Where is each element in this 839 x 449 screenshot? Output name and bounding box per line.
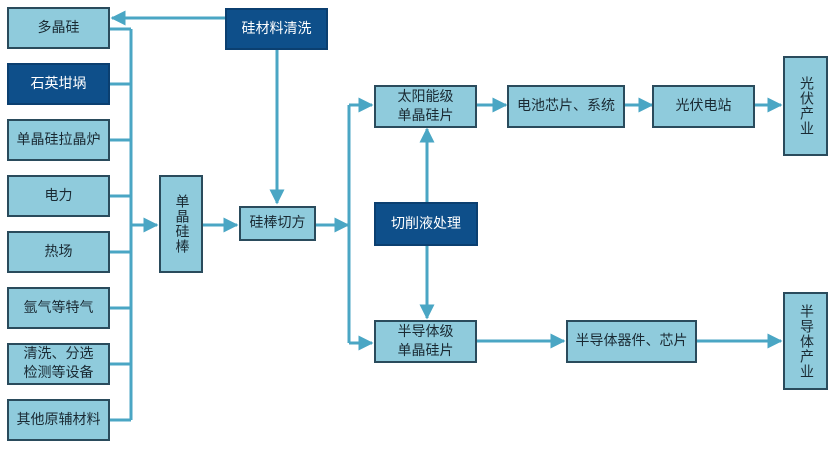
node-label: 电池芯片、系统: [517, 98, 615, 114]
input-thermal-field: 热场: [7, 231, 110, 273]
input-argon-gas: 氩气等特气: [7, 287, 110, 329]
node-label: 太阳能级 单晶硅片: [397, 88, 454, 124]
node-silicon-cleaning: 硅材料清洗: [225, 8, 328, 50]
input-electricity: 电力: [7, 175, 110, 217]
node-cutting-fluid: 切削液处理: [374, 202, 478, 246]
node-semi-wafer: 半导体级 单晶硅片: [374, 320, 477, 363]
input-label: 热场: [44, 243, 73, 260]
input-label: 清洗、分选 检测等设备: [23, 346, 94, 381]
input-cleaning-equipment: 清洗、分选 检测等设备: [7, 343, 110, 385]
input-quartz-crucible: 石英坩埚: [7, 63, 110, 105]
node-label: 硅材料清洗: [241, 20, 312, 37]
input-other-materials: 其他原辅材料: [7, 399, 110, 441]
node-label: 光伏产业: [798, 76, 814, 136]
node-label: 光伏电站: [675, 98, 732, 114]
node-label: 切削液处理: [391, 215, 461, 232]
node-label: 半导体器件、芯片: [575, 333, 688, 349]
input-label: 单晶硅拉晶炉: [16, 131, 101, 148]
node-pv-station: 光伏电站: [652, 85, 755, 128]
input-label: 多晶硅: [37, 19, 80, 36]
input-crystal-furnace: 单晶硅拉晶炉: [7, 119, 110, 161]
node-cells-systems: 电池芯片、系统: [507, 85, 625, 128]
input-label: 电力: [44, 187, 73, 204]
node-semi-industry: 半导体产业: [783, 292, 828, 390]
node-solar-wafer: 太阳能级 单晶硅片: [374, 85, 477, 128]
input-label: 氩气等特气: [23, 299, 94, 316]
node-semi-devices: 半导体器件、芯片: [566, 320, 697, 363]
node-ingot-squaring: 硅棒切方: [239, 206, 316, 241]
node-mono-ingot: 单晶硅棒: [159, 175, 203, 273]
node-label: 半导体级 单晶硅片: [397, 323, 454, 359]
node-label: 硅棒切方: [249, 215, 306, 231]
node-label: 半导体产业: [798, 303, 814, 379]
input-label: 其他原辅材料: [16, 411, 101, 428]
node-pv-industry: 光伏产业: [783, 56, 828, 156]
node-label: 单晶硅棒: [173, 194, 190, 254]
input-polysilicon: 多晶硅: [7, 7, 110, 49]
input-label: 石英坩埚: [30, 75, 87, 92]
